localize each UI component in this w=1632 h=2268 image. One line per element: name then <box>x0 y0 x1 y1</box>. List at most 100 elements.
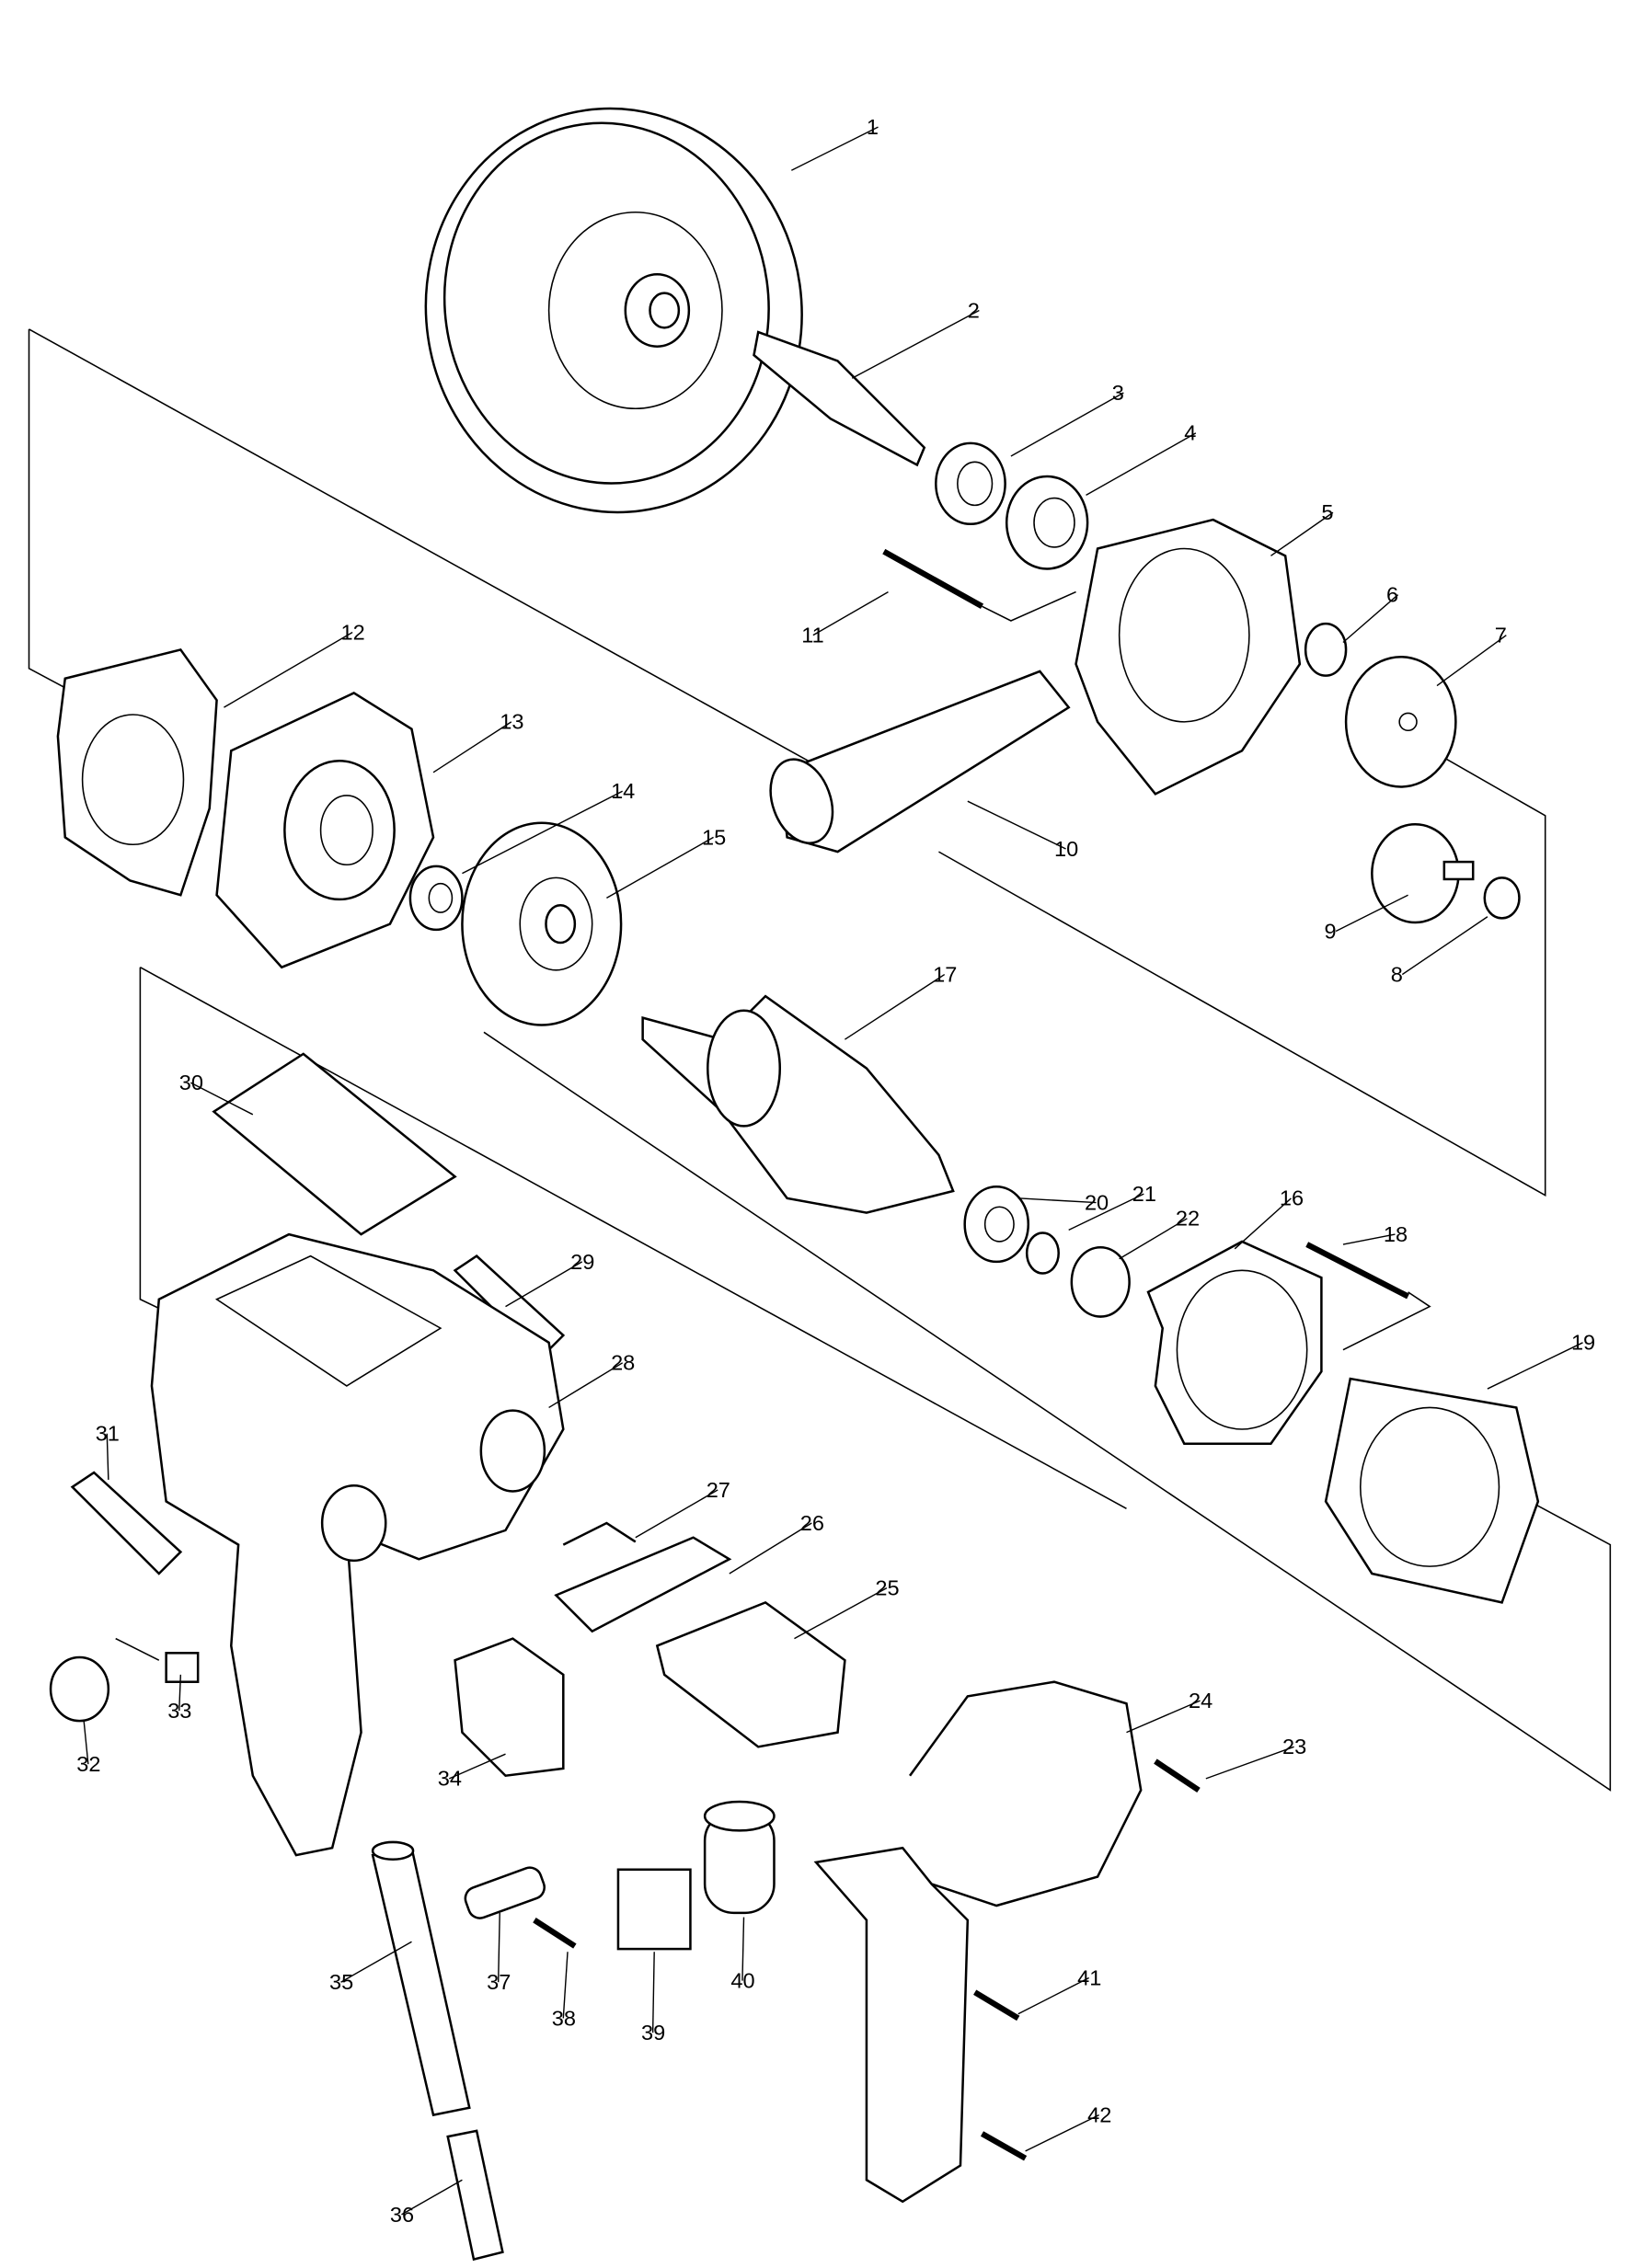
part-label: 41 <box>1077 1965 1101 1989</box>
part-label: 16 <box>1280 1186 1304 1210</box>
part-26-switch-lever <box>554 1536 732 1633</box>
part-14-bearing <box>408 865 464 932</box>
part-39-capacitor <box>616 1868 692 1951</box>
part-30-name-plate <box>212 1052 457 1236</box>
leader-line <box>1270 511 1334 556</box>
part-label: 26 <box>800 1511 824 1535</box>
leader-line <box>1086 432 1197 497</box>
part-25-controller <box>655 1600 846 1748</box>
part-label: 37 <box>487 1970 511 1994</box>
leader-line <box>497 1912 500 1983</box>
part-22-bearing <box>1070 1245 1131 1318</box>
part-label: 3 <box>1112 381 1124 405</box>
part-40-ferrite-core <box>703 1800 776 1915</box>
part-41-screw <box>973 1989 1020 2022</box>
leader-line <box>606 836 714 899</box>
leader-line <box>562 1952 569 2019</box>
part-label: 24 <box>1189 1689 1213 1712</box>
leader-line <box>224 631 353 708</box>
part-label: 39 <box>641 2021 665 2045</box>
part-label: 5 <box>1321 500 1333 524</box>
part-15-fan <box>461 821 623 1026</box>
part-19-field <box>1324 1377 1540 1604</box>
leader-line <box>790 126 879 171</box>
part-4-bearing <box>1005 475 1089 570</box>
leader-line <box>1068 1193 1144 1231</box>
part-label: 18 <box>1384 1222 1408 1246</box>
part-label: 10 <box>1054 837 1078 861</box>
part-18-screw <box>1305 1242 1410 1300</box>
part-24-rear-cover <box>813 1680 1143 2204</box>
part-label: 2 <box>968 298 980 322</box>
part-label: 7 <box>1495 624 1507 647</box>
leader-line <box>1487 1342 1583 1390</box>
part-27-spring <box>562 1521 637 1546</box>
part-label: 31 <box>96 1422 120 1446</box>
part-42-screw <box>980 2131 1028 2161</box>
leader-line <box>1119 1218 1188 1260</box>
part-6-bearing <box>1304 622 1348 677</box>
part-1-pad <box>424 107 803 514</box>
part-23-screw <box>1154 1758 1201 1793</box>
part-label: 27 <box>707 1478 730 1502</box>
leader-line <box>851 309 980 379</box>
leader-line <box>401 2179 463 2216</box>
part-label: 32 <box>76 1752 100 1776</box>
part-10-side-grip <box>769 670 1071 853</box>
leader-line <box>340 1941 412 1983</box>
part-2-spindle <box>753 330 926 467</box>
leader-line <box>794 1587 888 1640</box>
part-label: 4 <box>1184 421 1196 445</box>
part-label: 22 <box>1176 1207 1200 1231</box>
part-label: 15 <box>702 825 726 849</box>
part-label: 34 <box>438 1767 462 1791</box>
part-label: 19 <box>1571 1331 1595 1355</box>
leader-line <box>967 800 1066 850</box>
part-3-seal <box>935 441 1006 526</box>
part-label: 38 <box>552 2006 576 2030</box>
leader-line <box>845 973 946 1040</box>
part-label: 30 <box>179 1071 203 1094</box>
leader-line <box>729 1522 812 1575</box>
leader-line <box>741 1917 745 1981</box>
part-37-strain-relief <box>464 1866 546 1919</box>
leader-line <box>1342 1233 1396 1245</box>
leader-line <box>1335 894 1408 933</box>
part-9-spiral-bevel-gear <box>1371 823 1475 924</box>
part-label: 21 <box>1132 1182 1156 1206</box>
part-label: 9 <box>1325 919 1337 943</box>
part-5-gear-housing <box>1075 518 1302 796</box>
leader-line <box>505 1261 583 1308</box>
leader-line <box>1017 1976 1089 2015</box>
part-17-armature <box>641 994 955 1214</box>
part-label: 14 <box>611 779 635 803</box>
part-label: 40 <box>730 1968 754 1992</box>
leader-line <box>449 1753 506 1780</box>
part-32-brush-holder-cap <box>49 1655 110 1723</box>
part-label: 42 <box>1087 2102 1111 2126</box>
part-label: 6 <box>1386 583 1398 607</box>
part-label: 20 <box>1085 1190 1109 1214</box>
leader-line <box>1401 916 1488 976</box>
part-label: 25 <box>875 1576 899 1600</box>
leader-line <box>635 1489 718 1539</box>
leader-line <box>812 590 889 636</box>
leader-line <box>1025 2113 1099 2152</box>
part-34-switch <box>454 1637 565 1778</box>
part-20-bearing <box>963 1186 1030 1264</box>
part-12-gasket <box>56 647 218 897</box>
part-35-cord-guard <box>371 1840 471 2117</box>
part-label: 11 <box>801 624 823 647</box>
part-38-screw <box>533 1918 577 1949</box>
part-28-motor-housing <box>150 1232 565 1857</box>
part-label: 29 <box>570 1250 594 1274</box>
part-11-screw <box>882 548 984 610</box>
leader-lines <box>83 126 1583 2216</box>
leader-line <box>432 721 512 773</box>
part-label: 8 <box>1391 962 1403 986</box>
part-label: 12 <box>341 620 365 644</box>
part-13-bearing-box <box>215 692 435 969</box>
leader-line <box>83 1721 89 1765</box>
